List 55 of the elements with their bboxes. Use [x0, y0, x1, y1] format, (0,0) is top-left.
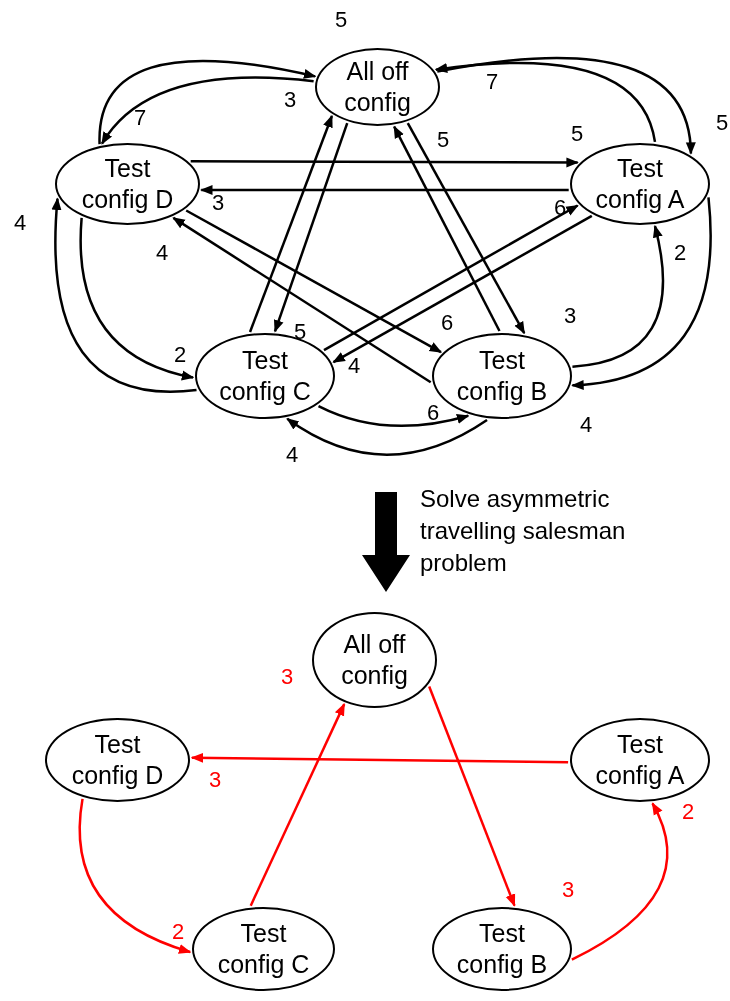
edge-label: 6 [426, 402, 440, 424]
edge-label: 3 [283, 89, 297, 111]
node-label: Test config A [594, 153, 686, 215]
node-label: All off config [340, 629, 409, 691]
step-caption: Solve asymmetric travelling salesman problem [420, 484, 627, 578]
arrow [249, 703, 346, 907]
arrow [200, 185, 569, 195]
edge-label: 6 [440, 312, 454, 334]
arrow [51, 197, 197, 393]
edge-label: 5 [715, 112, 729, 134]
edge-label: 2 [673, 242, 687, 264]
edge-label: 5 [334, 9, 348, 31]
edge-label: 4 [347, 355, 361, 377]
edge-label: 2 [171, 921, 185, 943]
arrow [190, 752, 569, 764]
arrow [571, 197, 712, 390]
ellipse-node [570, 143, 710, 225]
edge-label: 5 [570, 123, 584, 145]
edge-label: 4 [13, 212, 27, 234]
edge-label: 3 [280, 666, 294, 688]
arrow [286, 417, 488, 456]
arrow [571, 802, 669, 961]
edge-label: 7 [485, 71, 499, 93]
node-label: Test config B [455, 345, 549, 407]
arrow [323, 204, 579, 352]
arrow [172, 216, 432, 384]
edge-label: 3 [208, 769, 222, 791]
edge-label: 4 [285, 444, 299, 466]
edge-label: 4 [155, 242, 169, 264]
edge-label: 5 [436, 129, 450, 151]
node-label: All off config [343, 56, 412, 118]
edge-label: 2 [173, 344, 187, 366]
node-label: Test config D [80, 153, 175, 215]
node-label: Test config C [216, 918, 311, 980]
arrow [98, 59, 317, 145]
arrow [572, 224, 665, 368]
arrow [406, 122, 526, 335]
arrow [393, 125, 501, 332]
arrow [101, 76, 314, 145]
arrow [428, 686, 516, 907]
node-label: Test config C [218, 345, 312, 407]
node-label: Test config A [594, 729, 686, 791]
edge-label: 5 [293, 321, 307, 343]
arrow [437, 56, 695, 155]
edge-label: 2 [681, 801, 695, 823]
node-label: Test config B [455, 918, 549, 980]
edge-label: 3 [563, 305, 577, 327]
arrow [79, 217, 195, 380]
node-label: Test config D [70, 729, 165, 791]
edge-label: 3 [561, 879, 575, 901]
edge-label: 4 [579, 414, 593, 436]
arrow [434, 61, 657, 143]
edge-label: 3 [211, 192, 225, 214]
edge-label: 7 [133, 107, 147, 129]
arrow [273, 122, 349, 333]
